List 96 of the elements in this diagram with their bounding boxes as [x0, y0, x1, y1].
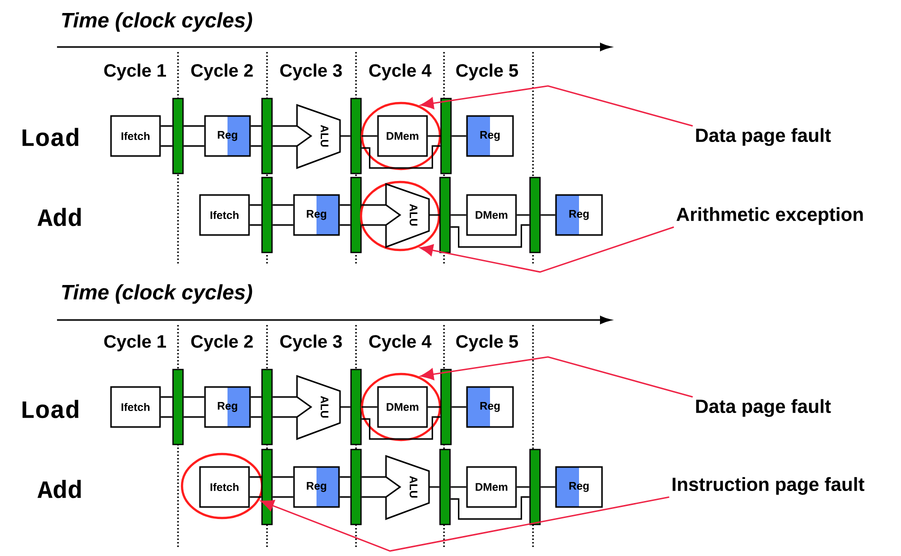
datapath-wire [360, 476, 386, 498]
annotation-text: Instruction page fault [672, 477, 864, 495]
cycle-label: Cycle 1 [104, 64, 166, 80]
cycle-label: Cycle 3 [280, 334, 342, 352]
datapath-wire [452, 406, 466, 408]
stage-box: DMem [377, 115, 428, 157]
pipeline-register [529, 176, 541, 254]
instruction-label: Load [22, 400, 78, 418]
datapath-wire [360, 204, 386, 226]
datapath-wire [250, 396, 262, 418]
register-box: Reg [204, 386, 251, 428]
datapath-wire [339, 204, 352, 226]
datapath-wire [272, 476, 294, 498]
leader-arrow [260, 496, 670, 552]
cycle-label: Cycle 5 [456, 334, 518, 352]
pipeline-register [529, 448, 541, 526]
pipeline-register [350, 176, 362, 254]
datapath-wire [540, 214, 556, 216]
register-box: Reg [555, 466, 603, 508]
annotation-text: Data page fault [696, 128, 831, 146]
datapath-wire [428, 135, 440, 137]
datapath-wire [250, 125, 262, 147]
register-box: Reg [293, 194, 340, 236]
datapath-wire [160, 396, 174, 418]
register-box: Reg [293, 466, 340, 508]
instruction-label: Load [22, 128, 78, 146]
pipeline-register [350, 98, 362, 174]
datapath-wire [249, 204, 262, 226]
pipeline-register [261, 368, 273, 446]
datapath-wire [428, 406, 440, 408]
instruction-label: Add [38, 208, 81, 226]
datapath-wire [362, 416, 440, 440]
annotation-text: Arithmetic exception [676, 207, 863, 225]
cycle-label: Cycle 5 [456, 64, 518, 80]
datapath-wire [450, 214, 466, 216]
register-box: Reg [204, 115, 251, 157]
datapath-wire [450, 224, 530, 248]
pipeline-register [261, 448, 273, 526]
instruction-label: Add [38, 480, 81, 498]
datapath-wire [429, 486, 440, 488]
pipeline-register [439, 448, 451, 526]
datapath-wire [272, 204, 294, 226]
highlight-ellipse [360, 102, 442, 170]
stage-box: Ifetch [199, 194, 250, 236]
stage-box: DMem [377, 386, 428, 428]
datapath-wire [452, 135, 466, 137]
pipeline-register [440, 98, 452, 174]
datapath-wire [160, 125, 174, 147]
pipeline-register [350, 448, 362, 526]
datapath-wire [340, 135, 350, 137]
cycle-label: Cycle 3 [280, 64, 342, 80]
register-box: Reg [466, 386, 514, 428]
datapath-wire [340, 406, 350, 408]
leader-arrow [420, 85, 693, 127]
datapath-wire [362, 145, 440, 169]
datapath-wire [516, 486, 530, 488]
datapath-wire [272, 396, 298, 418]
cycle-label: Cycle 2 [191, 64, 253, 80]
cycle-label: Cycle 4 [369, 334, 432, 352]
pipeline-register [172, 98, 184, 174]
pipeline-register [172, 368, 184, 446]
datapath-wire [540, 486, 556, 488]
annotation-text: Data page fault [696, 399, 831, 417]
datapath-wire [362, 135, 378, 137]
pipeline-register [261, 176, 273, 254]
register-box: Reg [466, 115, 514, 157]
datapath-wire [450, 486, 466, 488]
datapath-wire [182, 125, 205, 147]
leader-arrow [420, 226, 674, 273]
time-axis-title: Time (clock cycles) [62, 284, 252, 304]
stage-box: DMem [466, 466, 517, 508]
pipeline-register [350, 368, 362, 446]
register-box: Reg [555, 194, 603, 236]
pipeline-register [440, 368, 452, 446]
stage-box: Ifetch [199, 466, 250, 508]
cycle-label: Cycle 4 [369, 64, 432, 80]
stage-box: Ifetch [110, 386, 161, 428]
datapath-wire [272, 125, 298, 147]
pipeline-register [439, 176, 451, 254]
datapath-wire [249, 476, 262, 498]
leader-arrow [420, 356, 693, 398]
highlight-ellipse [360, 372, 442, 442]
cycle-label: Cycle 1 [104, 334, 166, 352]
datapath-wire [339, 476, 352, 498]
time-axis-title: Time (clock cycles) [62, 12, 252, 32]
datapath-wire [516, 214, 530, 216]
pipeline-register [261, 98, 273, 174]
stage-box: Ifetch [110, 115, 161, 157]
stage-box: DMem [466, 194, 517, 236]
highlight-ellipse [180, 452, 264, 520]
highlight-ellipse [360, 180, 440, 252]
datapath-wire [362, 406, 378, 408]
datapath-wire [182, 396, 205, 418]
datapath-wire [450, 496, 530, 520]
cycle-label: Cycle 2 [191, 334, 253, 352]
datapath-wire [429, 214, 440, 216]
